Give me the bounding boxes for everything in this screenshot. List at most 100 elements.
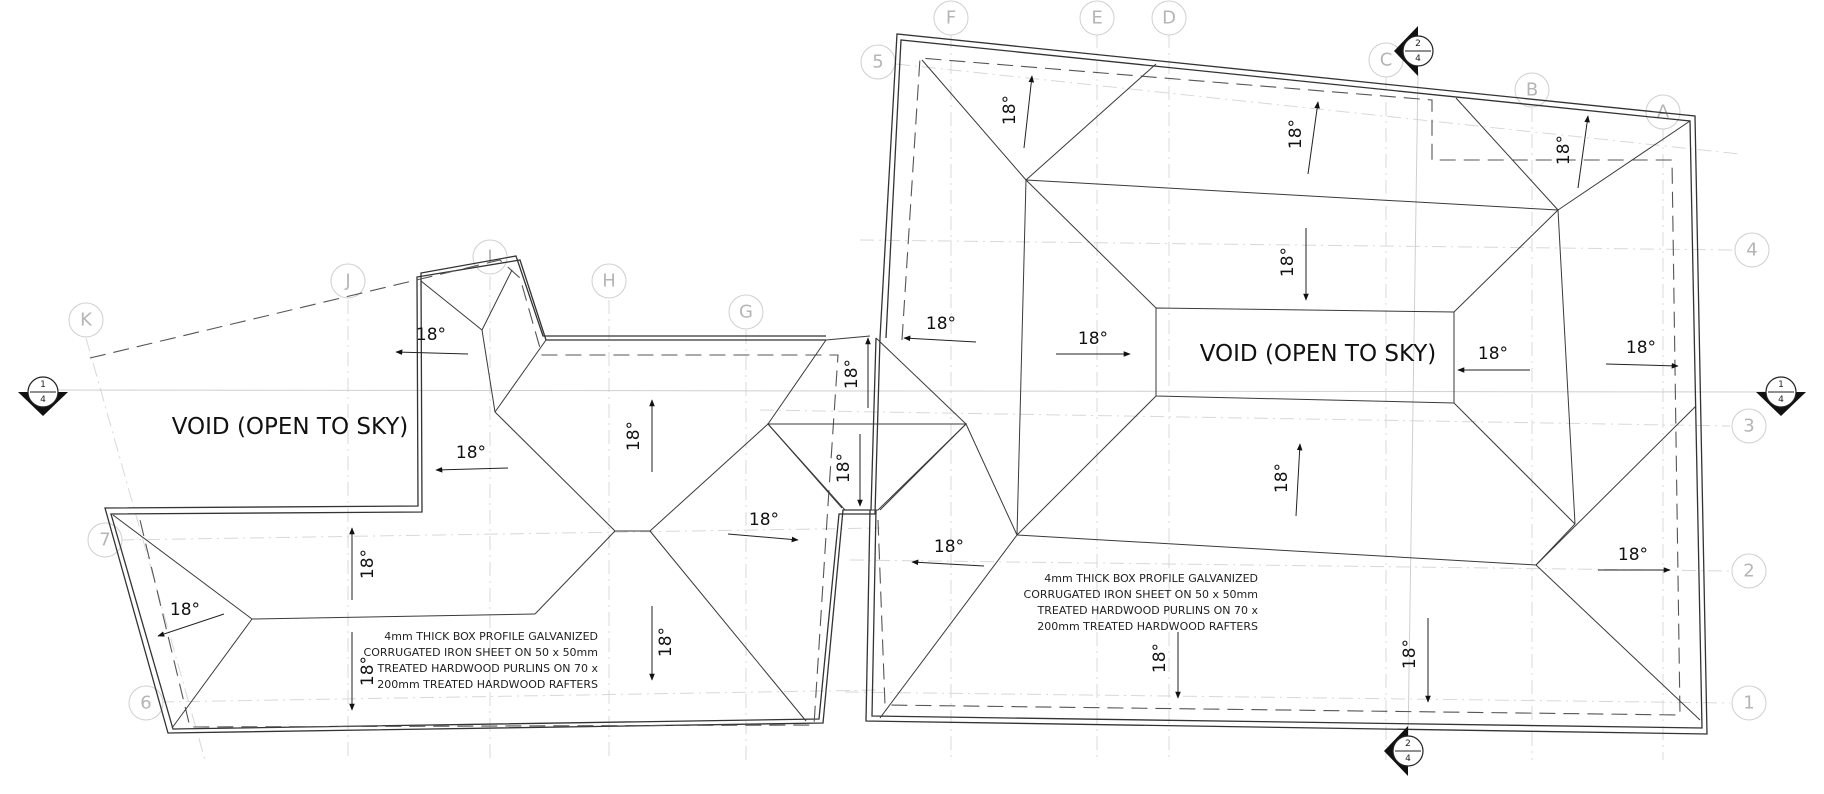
svg-text:4: 4 [1415, 54, 1421, 64]
pitch-arrow [435, 467, 509, 473]
valley-diamond [766, 335, 968, 511]
grid-bubble-A: A [1645, 94, 1681, 130]
svg-text:6: 6 [140, 693, 151, 714]
spec-note-line: CORRUGATED IRON SHEET ON 50 x 50mm [1024, 588, 1258, 601]
pitch-label: 18° [749, 510, 779, 530]
svg-text:2: 2 [1415, 39, 1421, 49]
spec-note-line: TREATED HARDWOOD PURLINS ON 70 x [1037, 604, 1259, 617]
pitch-label: 18° [1272, 463, 1292, 493]
pitch-label: 18° [834, 453, 854, 483]
svg-text:4: 4 [1405, 754, 1411, 764]
svg-text:E: E [1091, 8, 1102, 29]
section-marker-1-left: 1 4 [18, 376, 68, 416]
grid-bubble-F: F [933, 0, 969, 36]
svg-text:C: C [1380, 50, 1393, 71]
grid-bubble-3: 3 [1731, 408, 1767, 444]
section-marker-2-bottom: 2 4 [1384, 726, 1424, 776]
pitch-label: 18° [1554, 135, 1574, 165]
grid-line-2 [849, 559, 1731, 572]
grid-line-K [85, 337, 206, 761]
pitch-arrow [1023, 75, 1035, 149]
pitch-label: 18° [170, 600, 200, 620]
svg-text:3: 3 [1743, 416, 1754, 437]
section-line-2 [1407, 71, 1419, 741]
pitch-arrow [727, 533, 799, 543]
pitch-label: 18° [1000, 95, 1020, 125]
grid-bubble-B: B [1514, 72, 1550, 108]
right-roof [865, 33, 1708, 735]
right-roof-outline-outer [865, 33, 1708, 735]
svg-text:K: K [80, 310, 93, 331]
pitch-label: 18° [1626, 338, 1656, 358]
svg-text:F: F [946, 8, 956, 29]
pitch-arrow [1307, 101, 1320, 175]
svg-text:1: 1 [1778, 380, 1784, 390]
grid-line-3 [759, 409, 1731, 427]
svg-text:1: 1 [40, 380, 46, 390]
spec-note-right: 4mm THICK BOX PROFILE GALVANIZED CORRUGA… [1024, 572, 1259, 633]
pitch-arrow [911, 559, 985, 567]
pitch-arrow [1295, 443, 1303, 517]
grid-line-7 [119, 527, 881, 541]
pitch-label: 18° [416, 325, 446, 345]
grid-line-5 [895, 63, 1741, 155]
grid-bubble-2: 2 [1731, 553, 1767, 589]
grid-line-4 [859, 239, 1733, 251]
pitch-arrow [1577, 115, 1590, 189]
section-marker-2-top: 2 4 [1394, 26, 1434, 76]
left-roof [89, 255, 968, 734]
grid-bubble-6: 6 [128, 685, 164, 721]
void-label-left: VOID (OPEN TO SKY) [172, 414, 409, 440]
svg-text:5: 5 [872, 52, 883, 73]
pitch-label: 18° [1478, 344, 1508, 364]
left-roof-outline-inner [110, 255, 881, 730]
pitch-label: 18° [1078, 329, 1108, 349]
right-roof-wall-dashed [877, 57, 1681, 716]
pitch-label: 18° [1278, 247, 1298, 277]
grid-bubble-I: I [472, 239, 508, 275]
spec-note-left: 4mm THICK BOX PROFILE GALVANIZED CORRUGA… [364, 630, 599, 691]
pitch-arrow [157, 613, 225, 637]
pitch-label: 18° [1286, 119, 1306, 149]
left-roof-wall-dashed [89, 259, 839, 728]
grid-bubble-J: J [330, 263, 366, 299]
svg-text:4: 4 [1778, 395, 1784, 405]
grid-bubble-D: D [1151, 0, 1187, 36]
pitch-label: 18° [934, 537, 964, 557]
grid-line-6 [159, 689, 881, 703]
pitch-arrow [903, 335, 977, 343]
pitch-label: 18° [358, 656, 378, 686]
pitch-label: 18° [456, 443, 486, 463]
svg-text:A: A [1657, 102, 1670, 123]
pitch-label: 18° [358, 549, 378, 579]
pitch-label: 18° [1618, 545, 1648, 565]
svg-text:4: 4 [40, 395, 46, 405]
svg-text:2: 2 [1743, 561, 1754, 582]
spec-note-line: CORRUGATED IRON SHEET ON 50 x 50mm [364, 646, 598, 659]
grid-bubbles: F E D C B A J I H G K 5 4 3 2 1 7 6 [68, 0, 1770, 721]
right-roof-outline-inner [871, 39, 1703, 729]
section-line-1 [41, 389, 1783, 393]
pitch-arrow [1605, 363, 1679, 369]
grid-bubble-4: 4 [1734, 232, 1770, 268]
section-marker-1-right: 1 4 [1756, 376, 1806, 416]
svg-text:I: I [487, 247, 492, 268]
svg-text:H: H [602, 271, 616, 292]
svg-text:J: J [344, 271, 350, 292]
pitch-label: 18° [656, 627, 676, 657]
svg-text:B: B [1526, 80, 1538, 101]
left-roof-hips [112, 269, 827, 729]
grid-line-1 [844, 691, 1731, 704]
spec-note-line: TREATED HARDWOOD PURLINS ON 70 x [377, 662, 599, 675]
grid-bubble-G: G [728, 294, 764, 330]
right-roof-hips [879, 59, 1701, 721]
spec-note-line: 200mm TREATED HARDWOOD RAFTERS [1037, 620, 1258, 633]
pitch-label: 18° [1150, 643, 1170, 673]
grid-bubble-E: E [1079, 0, 1115, 36]
svg-text:D: D [1162, 8, 1176, 29]
grid-bubble-H: H [591, 263, 627, 299]
grid-bubble-7: 7 [87, 522, 123, 558]
grid-bubble-5: 5 [860, 44, 896, 80]
spec-note-line: 200mm TREATED HARDWOOD RAFTERS [377, 678, 598, 691]
